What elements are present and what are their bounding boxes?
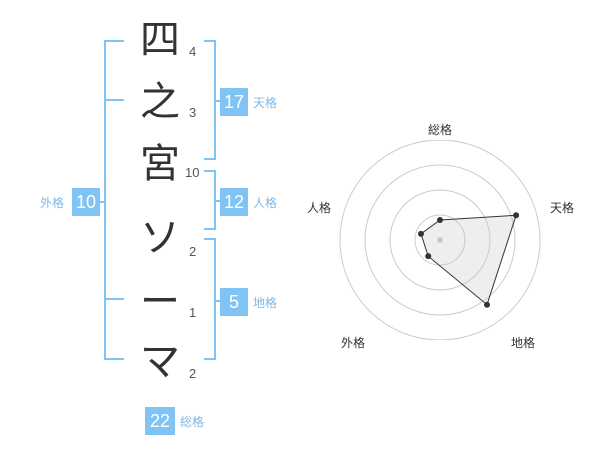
gaikaku-label: 外格 — [40, 196, 65, 210]
name-char-3: 宮 — [140, 141, 180, 187]
radar-ring — [414, 214, 466, 266]
radar-label-tenkaku: 天格 — [550, 201, 575, 215]
jinkaku-value: 12 — [220, 188, 248, 216]
stroke-count-2: 3 — [189, 105, 197, 120]
name-char-4: ソ — [140, 215, 180, 261]
soukaku-value: 22 — [145, 407, 175, 435]
stroke-count-5: 1 — [189, 305, 197, 320]
radar-label-gaikaku: 外格 — [341, 336, 366, 350]
radar-label-jinkaku: 人格 — [307, 201, 332, 215]
stroke-count-1: 4 — [189, 44, 197, 59]
radar-point-2 — [513, 212, 520, 219]
radar-point-4 — [425, 253, 432, 260]
radar-ring — [364, 164, 516, 316]
soukaku-label: 総格 — [180, 415, 205, 429]
stroke-count-4: 2 — [189, 244, 197, 259]
chikaku-value: 5 — [220, 288, 248, 316]
tenkaku-value: 17 — [220, 88, 248, 116]
name-char-6: マ — [140, 339, 180, 385]
radar-ring — [389, 189, 491, 291]
name-char-2: 之 — [140, 79, 180, 125]
radar-center — [437, 237, 443, 243]
radar-polygon — [420, 214, 517, 306]
stroke-count-3: 10 — [185, 165, 200, 180]
name-char-5: ー — [140, 279, 180, 325]
jinkaku-label: 人格 — [253, 196, 278, 210]
stroke-count-6: 2 — [189, 366, 197, 381]
radar-point-3 — [484, 301, 491, 308]
tenkaku-label: 天格 — [253, 96, 278, 110]
radar-ring — [339, 140, 541, 340]
gaikaku-value: 10 — [72, 188, 100, 216]
radar-label-soukaku: 総格 — [428, 123, 453, 137]
name-char-1: 四 — [140, 17, 180, 63]
radar-point-1 — [437, 217, 443, 223]
radar-point-5 — [417, 230, 424, 237]
chikaku-label: 地格 — [253, 296, 278, 310]
radar-chart — [339, 140, 541, 340]
radar-label-chikaku: 地格 — [511, 336, 536, 350]
